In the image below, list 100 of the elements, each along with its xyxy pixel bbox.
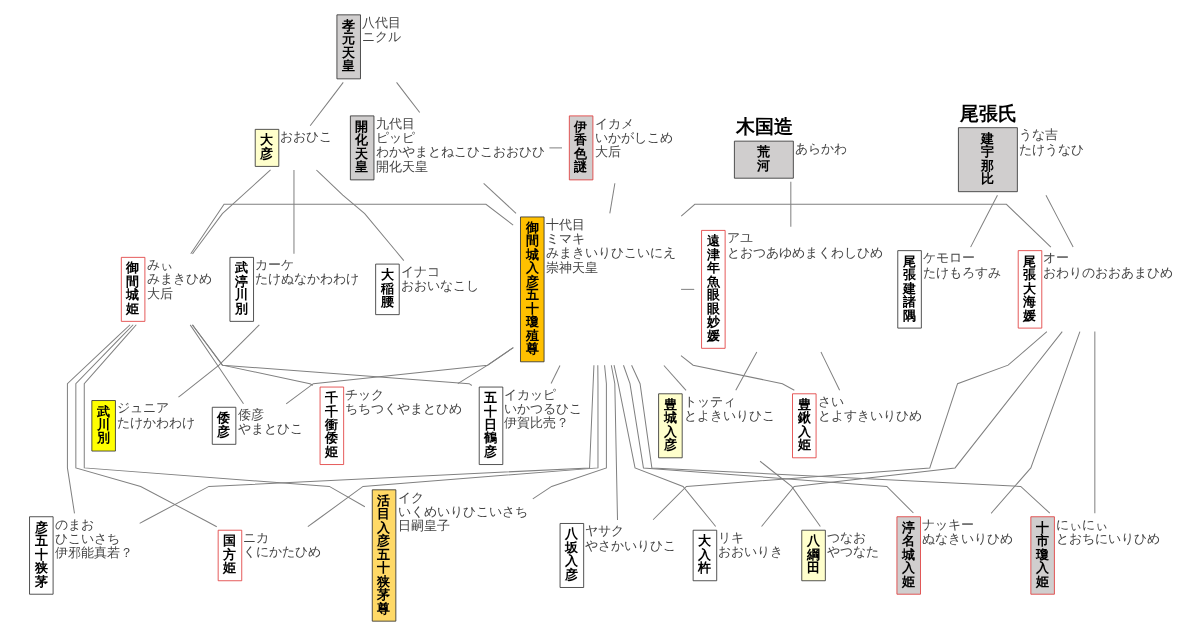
connector <box>66 324 131 514</box>
connector <box>482 182 517 214</box>
connector <box>177 324 260 398</box>
connector <box>550 364 560 384</box>
node-label: ニカ <box>242 530 269 546</box>
connector <box>662 364 687 391</box>
node-label: とよすきいりひめ <box>817 407 922 423</box>
node-label: みまきいりひこいにえ <box>545 245 676 261</box>
connector <box>548 147 563 149</box>
node-label: 十代目 <box>545 216 585 232</box>
node-label: トッティ <box>683 393 736 409</box>
connector <box>679 355 795 391</box>
node-label: たけかわわけ <box>116 414 195 430</box>
node-label: みまきひめ <box>146 271 212 287</box>
node-label: リキ <box>717 530 744 546</box>
node-label: おおひこ <box>279 129 332 145</box>
node-label: ヤサク <box>584 523 624 539</box>
node-label: 崇神天皇 <box>545 259 598 275</box>
node-label: イク <box>397 489 424 505</box>
node-label: ピッピ <box>375 129 415 145</box>
node-label: つなお <box>826 530 866 546</box>
node-label: おわりのおおあまひめ <box>1042 264 1173 280</box>
connector <box>138 364 594 524</box>
connector <box>990 331 1080 514</box>
connector <box>292 169 294 255</box>
connector <box>395 81 420 113</box>
node-label: みぃ <box>146 257 173 273</box>
connector <box>191 324 472 386</box>
node-label: 大后 <box>146 285 173 301</box>
node-label: いかがしこめ <box>594 129 673 145</box>
node-label: 尾張氏 <box>959 102 1017 124</box>
node-label: 開化天皇 <box>375 158 428 174</box>
node-label: カーケ <box>254 257 294 273</box>
node-label: 日嗣皇子 <box>397 518 450 534</box>
node-label: イナコ <box>400 263 440 279</box>
node-label: ミマキ <box>545 231 585 247</box>
connector <box>630 364 1050 514</box>
node-label: にぃにぃ <box>1055 516 1108 532</box>
connector <box>189 324 244 405</box>
node-label: アユ <box>726 230 753 246</box>
connector <box>734 351 757 391</box>
connector <box>789 181 791 228</box>
node-label: 伊邪能真若？ <box>54 545 133 561</box>
node-label: ニクル <box>361 28 401 44</box>
connector <box>191 169 271 255</box>
connector <box>1044 194 1074 248</box>
connector <box>285 347 514 405</box>
node-label: わかやまとねこひこおおひひ <box>375 144 545 160</box>
node-label: イカッピ <box>504 386 556 402</box>
node-label: いくめいりひこいさち <box>397 503 528 519</box>
node-label: やまとひこ <box>237 421 303 437</box>
node-label: 大后 <box>594 144 621 160</box>
node-label: ジュニア <box>116 400 169 416</box>
connector <box>652 331 1047 521</box>
node-label: ちちつくやまとひめ <box>344 401 462 417</box>
node-label: いかつるひこ <box>504 401 582 417</box>
connector <box>1093 331 1095 514</box>
node-label: のまお <box>54 516 94 532</box>
connector <box>760 331 1063 527</box>
node-label: あらかわ <box>794 140 847 156</box>
connector <box>680 203 1051 248</box>
node-label: おおいりき <box>717 544 783 560</box>
node-label: ぬなきいりひめ <box>921 530 1013 546</box>
connector <box>306 364 598 528</box>
node-label: 伊賀比売？ <box>504 415 569 431</box>
node-label: イカメ <box>594 115 634 131</box>
node-label: ひこいさち <box>54 530 120 546</box>
connector <box>74 324 217 528</box>
node-label: 倭彦 <box>237 407 264 423</box>
node-label: とおつあゆめまくわしひめ <box>726 244 883 260</box>
node-label: チック <box>344 386 384 402</box>
connector <box>759 460 821 527</box>
connector <box>309 81 344 127</box>
connector <box>680 288 695 290</box>
connector <box>819 351 840 391</box>
node-label: オー <box>1042 250 1069 266</box>
connector <box>622 364 914 514</box>
connector <box>613 364 716 527</box>
connector <box>531 364 607 500</box>
node-label: おおいなこし <box>400 278 479 294</box>
node-label: たけぬなかわわけ <box>254 271 359 287</box>
node-label: 木国造 <box>735 116 793 138</box>
node-label: 八代目 <box>361 14 401 30</box>
connector <box>189 203 514 255</box>
node-label: ケモロー <box>922 250 975 266</box>
node-label: くにかたひめ <box>242 544 321 560</box>
node-label: たけもろすみ <box>922 264 1001 280</box>
node-label: たけうなひ <box>1018 141 1084 157</box>
connector <box>83 324 365 508</box>
node-label: とおちにいりひめ <box>1055 530 1160 546</box>
node-label: やつなた <box>826 544 879 560</box>
node-label: やさかいりひこ <box>584 537 676 553</box>
connector <box>608 182 615 214</box>
node-label: ナッキー <box>921 516 974 532</box>
connector <box>315 169 404 262</box>
node-label: 九代目 <box>375 115 415 131</box>
node-label: うな吉 <box>1018 127 1058 143</box>
node-label: とよきいりひこ <box>683 407 775 423</box>
connector <box>610 364 618 521</box>
connector <box>969 194 998 248</box>
